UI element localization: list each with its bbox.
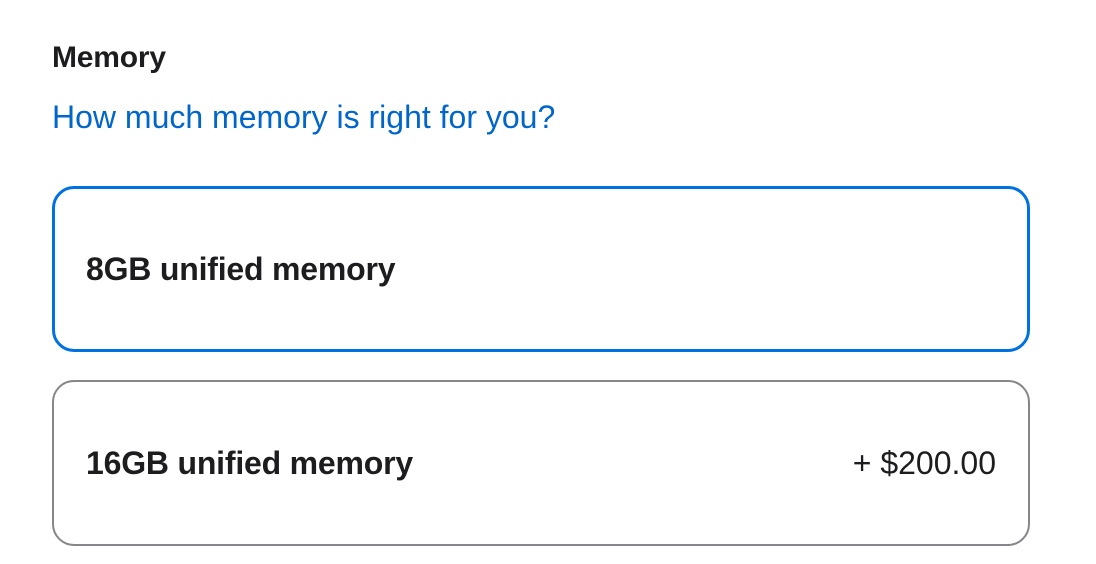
option-16gb-memory[interactable]: 16GB unified memory + $200.00	[52, 380, 1030, 546]
option-8gb-memory[interactable]: 8GB unified memory	[52, 186, 1030, 352]
option-price: + $200.00	[852, 444, 996, 481]
option-label: 16GB unified memory	[86, 444, 413, 481]
memory-help-link[interactable]: How much memory is right for you?	[52, 99, 556, 135]
option-label: 8GB unified memory	[86, 250, 396, 287]
section-title: Memory	[52, 41, 166, 74]
